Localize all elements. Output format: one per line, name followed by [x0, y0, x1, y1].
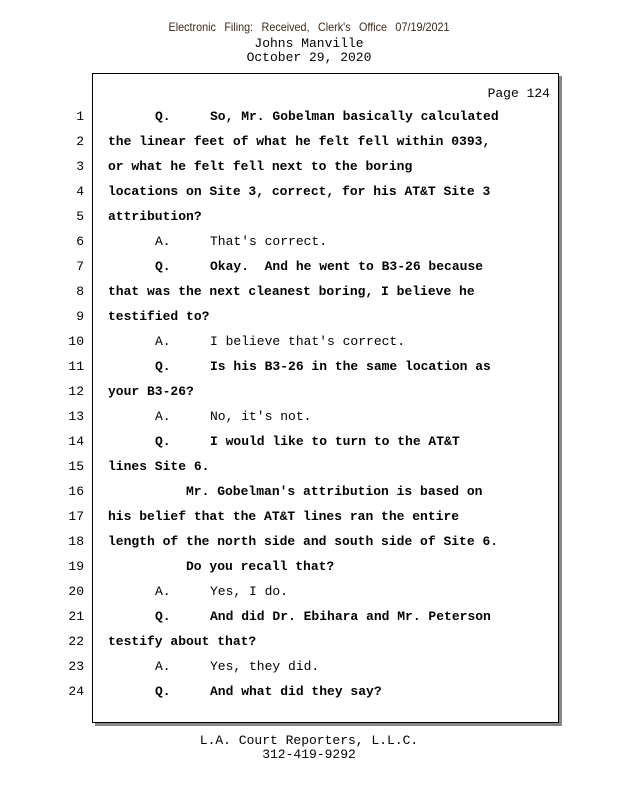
footer-phone: 312-419-9292 — [262, 747, 356, 762]
transcript-line: Mr. Gobelman's attribution is based on — [186, 484, 483, 499]
transcript-line: Yes, I do. — [210, 584, 289, 599]
speaker-label: A. — [155, 234, 171, 249]
transcript-line: I would like to turn to the AT&T — [210, 434, 460, 449]
speaker-label: A. — [155, 334, 171, 349]
transcript-line: his belief that the AT&T lines ran the e… — [108, 509, 460, 524]
line-number: 12 — [68, 384, 84, 399]
line-number: 16 — [68, 484, 84, 499]
transcript-line: the linear feet of what he felt fell wit… — [108, 134, 491, 149]
transcript-line: Is his B3-26 in the same location as — [210, 359, 491, 374]
footer-company: L.A. Court Reporters, L.L.C. — [199, 733, 419, 748]
speaker-label: Q. — [155, 434, 171, 449]
transcript-line: Yes, they did. — [210, 659, 320, 674]
line-number: 1 — [76, 109, 84, 124]
line-number: 6 — [76, 234, 84, 249]
line-number: 9 — [76, 309, 84, 324]
transcript-line: length of the north side and south side … — [108, 534, 499, 549]
case-name: Johns Manville — [254, 36, 364, 51]
transcript-line: Okay. And he went to B3-26 because — [210, 259, 484, 274]
line-number: 23 — [68, 659, 84, 674]
transcript-line: locations on Site 3, correct, for his AT… — [108, 184, 491, 199]
transcript-line: testify about that? — [108, 634, 257, 649]
line-number: 24 — [68, 684, 84, 699]
transcript-line: lines Site 6. — [108, 459, 210, 474]
speaker-label: A. — [155, 409, 171, 424]
line-number: 15 — [68, 459, 84, 474]
speaker-label: Q. — [155, 259, 171, 274]
line-number: 7 — [76, 259, 84, 274]
filing-stamp: Electronic Filing: Received, Clerk's Off… — [168, 20, 450, 34]
transcript-line: or what he felt fell next to the boring — [108, 159, 413, 174]
speaker-label: Q. — [155, 684, 171, 699]
page-number: Page 124 — [487, 86, 550, 101]
transcript-line: your B3-26? — [108, 384, 194, 399]
transcript-line: No, it's not. — [210, 409, 312, 424]
line-number: 11 — [68, 359, 84, 374]
transcript-line: And did Dr. Ebihara and Mr. Peterson — [210, 609, 491, 624]
transcript-line: testified to? — [108, 309, 210, 324]
speaker-label: A. — [155, 584, 171, 599]
line-number: 17 — [68, 509, 84, 524]
line-number: 10 — [68, 334, 84, 349]
transcript-line: And what did they say? — [210, 684, 382, 699]
line-number: 14 — [68, 434, 84, 449]
speaker-label: Q. — [155, 609, 171, 624]
line-number: 18 — [68, 534, 84, 549]
transcript-line: So, Mr. Gobelman basically calculated — [210, 109, 499, 124]
speaker-label: Q. — [155, 109, 171, 124]
line-number: 5 — [76, 209, 84, 224]
transcript-line: That's correct. — [210, 234, 328, 249]
line-number: 19 — [68, 559, 84, 574]
line-number: 4 — [76, 184, 84, 199]
line-number: 13 — [68, 409, 84, 424]
transcript-line: Do you recall that? — [186, 559, 335, 574]
speaker-label: Q. — [155, 359, 171, 374]
line-number: 21 — [68, 609, 84, 624]
line-number: 8 — [76, 284, 84, 299]
transcript-line: that was the next cleanest boring, I bel… — [108, 284, 475, 299]
line-number: 20 — [68, 584, 84, 599]
deposition-date: October 29, 2020 — [246, 50, 372, 65]
line-number: 3 — [76, 159, 84, 174]
speaker-label: A. — [155, 659, 171, 674]
line-number: 2 — [76, 134, 84, 149]
transcript-page: Page 124 — [92, 73, 559, 723]
line-number: 22 — [68, 634, 84, 649]
transcript-line: I believe that's correct. — [210, 334, 406, 349]
transcript-line: attribution? — [108, 209, 202, 224]
